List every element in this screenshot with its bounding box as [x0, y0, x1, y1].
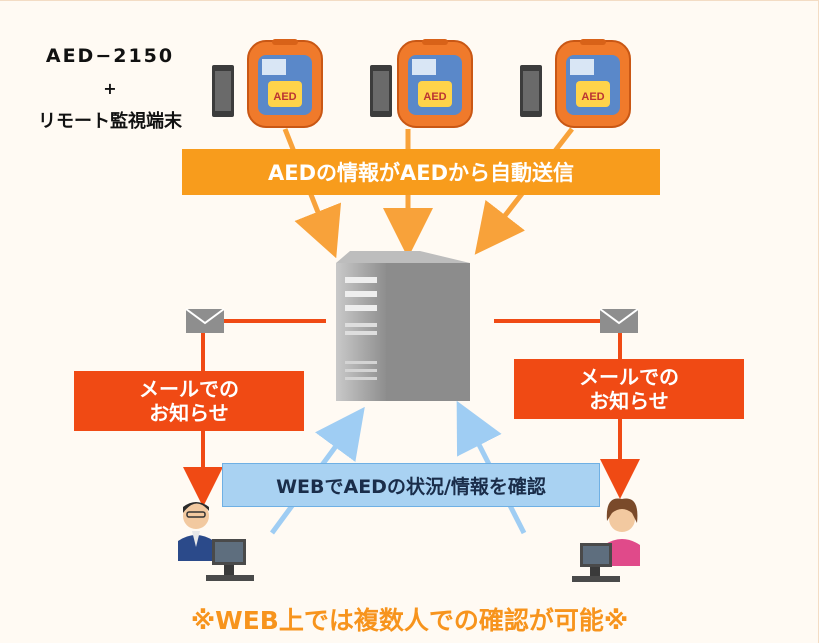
- user-male-icon: [178, 502, 254, 581]
- remote-terminal-label: リモート監視端末: [38, 111, 182, 132]
- aed-unit-label-3: AED: [581, 91, 604, 103]
- mail-notice-left-line1: メールでの: [139, 377, 239, 401]
- device-model-label: AED−2150: [45, 45, 175, 67]
- web-check-box: WEBでAEDの状況/情報を確認: [222, 463, 600, 507]
- server-icon: [336, 251, 470, 401]
- aed-device-2: AED: [370, 39, 473, 128]
- aed-unit-label-1: AED: [273, 91, 296, 103]
- user-female-icon: [572, 498, 640, 582]
- aed-device-1: AED: [212, 39, 323, 128]
- red-connectors: [183, 319, 640, 507]
- aed-unit-label-2: AED: [423, 91, 446, 103]
- mail-notice-right-line1: メールでの: [579, 365, 679, 389]
- mail-notice-right-line2: お知らせ: [589, 389, 669, 413]
- mail-notice-right: メールでの お知らせ: [514, 359, 744, 419]
- plus-sign: +: [103, 79, 117, 98]
- mail-icon-left: [185, 308, 225, 333]
- footer-note: ※WEB上では複数人での確認が可能※: [190, 606, 629, 635]
- mail-notice-left-line2: お知らせ: [149, 401, 229, 425]
- auto-send-banner: AEDの情報がAEDから自動送信: [182, 149, 660, 195]
- mail-notice-left: メールでの お知らせ: [74, 371, 304, 431]
- mail-icon-right: [599, 308, 639, 333]
- aed-device-3: AED: [520, 39, 631, 128]
